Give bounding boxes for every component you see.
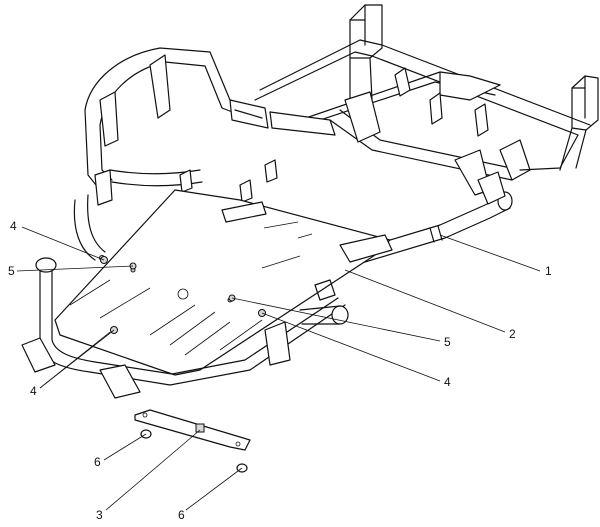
callout-3: 3 — [96, 508, 103, 522]
callout-4-lower-left: 4 — [30, 384, 37, 398]
callout-2: 2 — [509, 327, 516, 341]
floor-pan — [54, 189, 393, 376]
callout-5-left: 5 — [8, 264, 15, 278]
front-tube-frame — [73, 47, 336, 261]
callout-1: 1 — [545, 264, 552, 278]
fasteners — [100, 256, 266, 334]
callout-4-upper-left: 4 — [10, 219, 17, 233]
callout-6-left: 6 — [94, 455, 101, 469]
flat-bar — [134, 409, 251, 451]
side-tube — [339, 171, 513, 269]
callout-labels: 4 5 1 2 5 4 4 6 3 6 — [8, 219, 552, 522]
leader-lines — [16, 226, 541, 511]
callout-4-right: 4 — [444, 375, 451, 389]
lower-front-frame — [21, 257, 349, 399]
rear-frame — [254, 4, 599, 196]
callout-5-right: 5 — [444, 335, 451, 349]
callout-6-right: 6 — [178, 508, 185, 522]
